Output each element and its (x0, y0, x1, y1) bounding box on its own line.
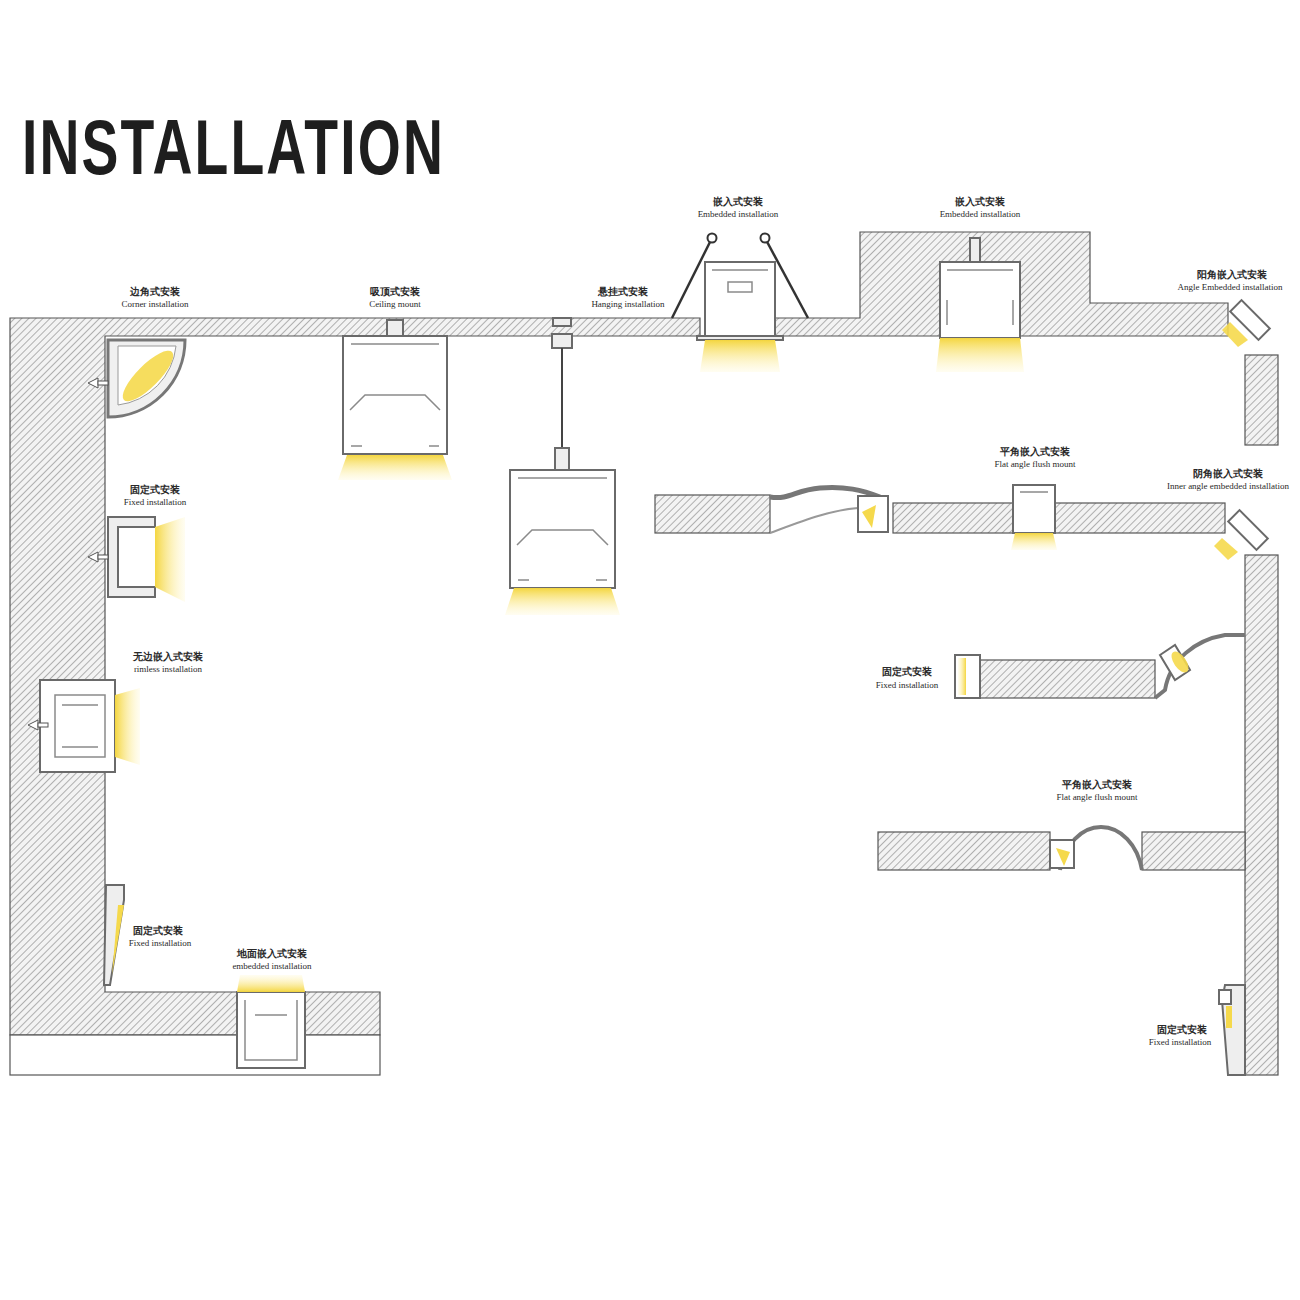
installation-label: 边角式安装 (130, 286, 180, 298)
installation-label: 吸顶式安装 (370, 286, 420, 298)
installation-label: 平角嵌入式安装 (1000, 446, 1070, 458)
installation-label: 平角嵌入式安装 (1062, 779, 1132, 791)
installation-label: 固定式安装 (133, 925, 183, 937)
installation-label: Flat angle flush mount (1056, 792, 1137, 802)
installation-label: Embedded installation (940, 209, 1021, 219)
installation-label: Corner installation (121, 299, 188, 309)
installation-label: Embedded installation (698, 209, 779, 219)
installation-label: 嵌入式安装 (955, 196, 1005, 208)
installation-label: 固定式安装 (882, 666, 932, 678)
installation-label: Ceiling mount (369, 299, 421, 309)
installation-label: 固定式安装 (1157, 1024, 1207, 1036)
installation-label: Inner angle embedded installation (1167, 481, 1289, 491)
installation-label: Fixed installation (1149, 1037, 1212, 1047)
installation-label: 阳角嵌入式安装 (1197, 269, 1267, 281)
installation-label: Flat angle flush mount (994, 459, 1075, 469)
installation-label: Fixed installation (876, 680, 939, 690)
installation-label: 悬挂式安装 (598, 286, 648, 298)
installation-label: 地面嵌入式安装 (237, 948, 307, 960)
installation-label: 阴角嵌入式安装 (1193, 468, 1263, 480)
page-title: INSTALLATION (22, 108, 445, 186)
installation-label: 固定式安装 (130, 484, 180, 496)
installation-label: Angle Embedded installation (1178, 282, 1283, 292)
installation-label: Hanging installation (591, 299, 664, 309)
installation-label: embedded installation (232, 961, 311, 971)
installation-label: 无边嵌入式安装 (133, 651, 203, 663)
installation-label: 嵌入式安装 (713, 196, 763, 208)
installation-label: Fixed installation (129, 938, 192, 948)
installation-label: rimless installation (134, 664, 202, 674)
installation-label: Fixed installation (124, 497, 187, 507)
